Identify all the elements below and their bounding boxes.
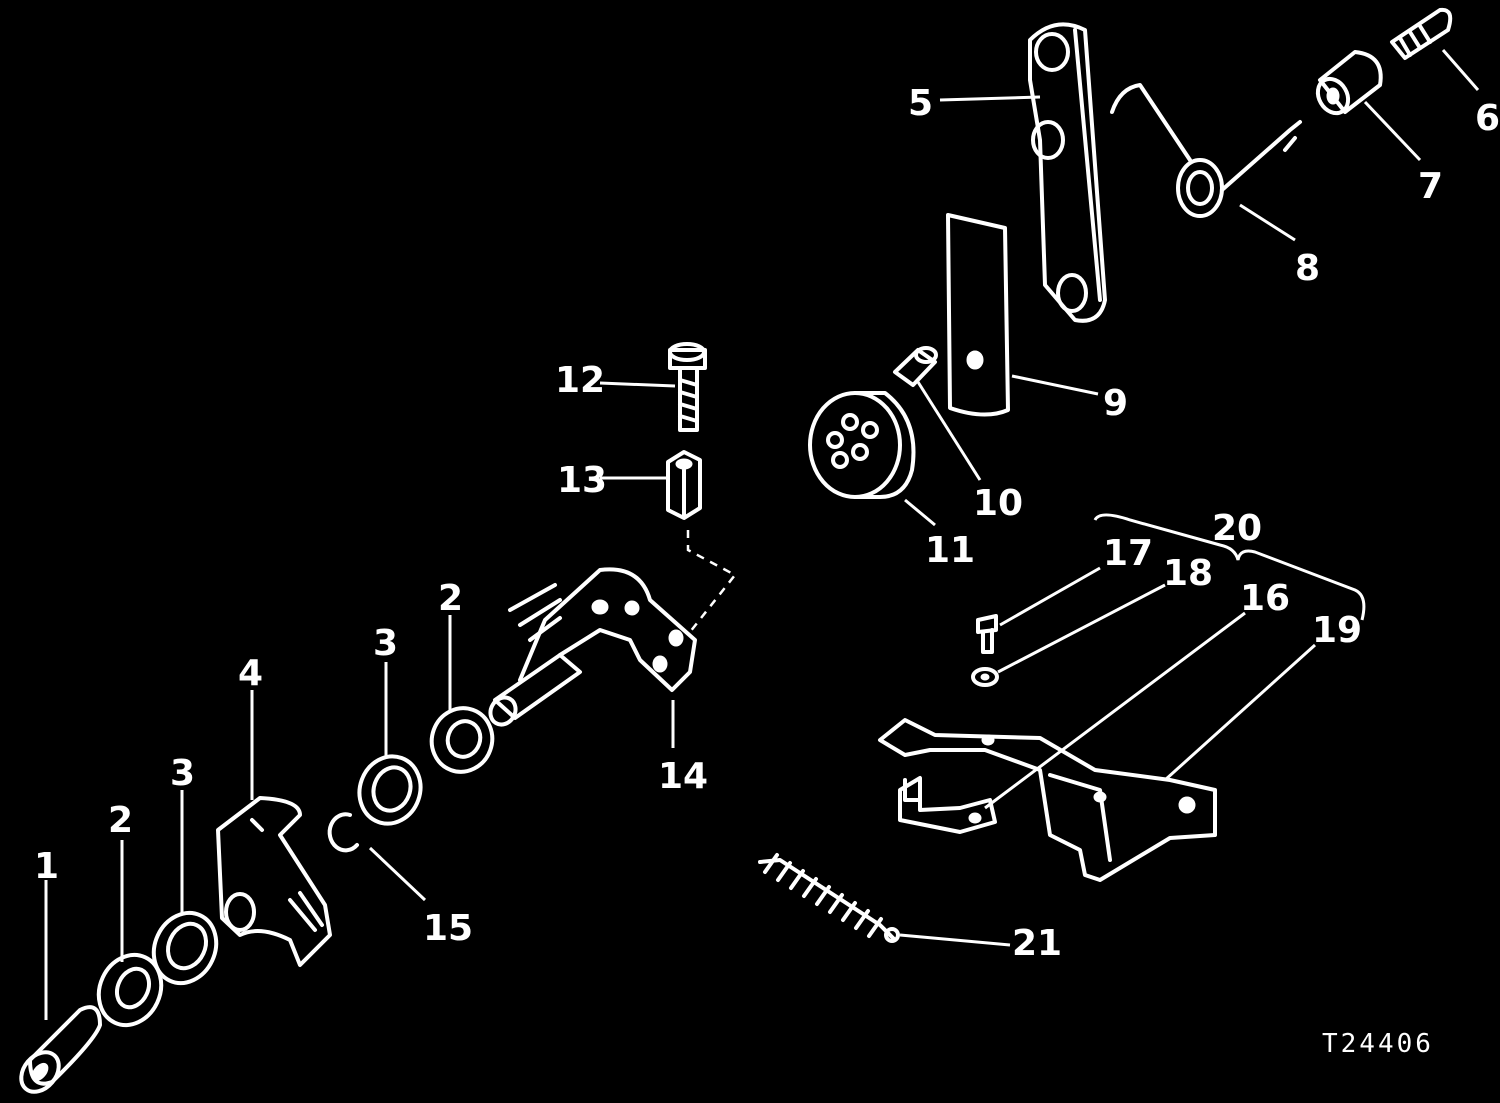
callouts: 1 2 3 4 3 2 15 14 12 13 11 10 9 5 6 7 8 … [34, 83, 1500, 964]
callout-5: 5 [908, 83, 933, 124]
part-15-snap-ring [327, 812, 359, 853]
part-4-lever-plate [216, 796, 332, 967]
callout-10: 10 [973, 483, 1023, 524]
part-2-washer-middle [429, 706, 495, 774]
callout-9: 9 [1103, 383, 1128, 424]
callout-1: 1 [34, 846, 59, 887]
part-8-torsion-spring [1110, 83, 1302, 218]
leader-lines [44, 49, 1480, 1020]
callout-16: 16 [1240, 578, 1290, 619]
callout-18: 18 [1163, 553, 1213, 594]
callout-20: 20 [1212, 508, 1262, 549]
part-13-hex-nut [666, 450, 702, 520]
part-1-pin [19, 1005, 102, 1094]
callout-12: 12 [555, 360, 605, 401]
part-14-shaft-bracket [488, 567, 697, 727]
part-3-washer-middle [357, 754, 423, 826]
part-17-screw [976, 614, 998, 654]
callout-17: 17 [1103, 533, 1153, 574]
part-16-19-bracket-assembly [878, 718, 1217, 882]
part-9-plate [946, 213, 1010, 417]
part-2-washer-left [96, 952, 164, 1028]
callout-11: 11 [925, 530, 975, 571]
callout-13: 13 [557, 460, 607, 501]
callout-2b: 2 [438, 578, 463, 619]
figure-id: T24406 [1322, 1029, 1434, 1059]
part-11-wheel [808, 391, 916, 499]
callout-7: 7 [1418, 166, 1443, 207]
part-10-set-screw [893, 346, 938, 387]
part-6-pin [1390, 7, 1453, 60]
callout-4: 4 [238, 653, 263, 694]
callout-2a: 2 [108, 800, 133, 841]
callout-21: 21 [1012, 923, 1062, 964]
callout-6: 6 [1475, 98, 1500, 139]
alignment-line [686, 530, 737, 633]
callout-3a: 3 [170, 753, 195, 794]
callout-8: 8 [1295, 248, 1320, 289]
callout-19: 19 [1312, 610, 1362, 651]
part-12-bolt [668, 342, 707, 432]
callout-3b: 3 [373, 623, 398, 664]
part-18-lock-washer [971, 667, 999, 687]
part-7-bushing [1315, 50, 1383, 116]
callout-15: 15 [423, 908, 473, 949]
callout-14: 14 [658, 756, 708, 797]
part-3-washer-left [151, 910, 219, 986]
part-5-link-arm [1028, 22, 1107, 323]
part-21-extension-spring [758, 853, 900, 943]
